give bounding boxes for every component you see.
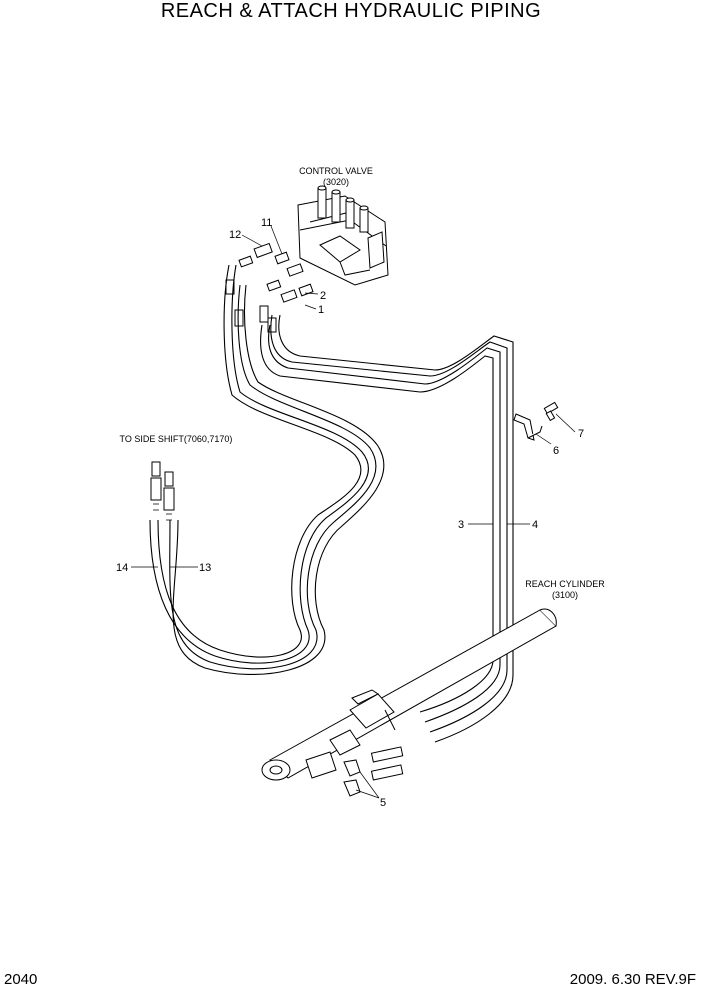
callout-3: 3: [458, 519, 464, 531]
callout-12: 12: [229, 229, 241, 241]
callout-11: 11: [261, 217, 272, 229]
clamp-and-bolt: [513, 401, 559, 441]
callout-14: 14: [116, 562, 128, 574]
side-shift-label: TO SIDE SHIFT(7060,7170): [120, 434, 233, 444]
cylinder-fittings: [343, 746, 404, 797]
page-title: REACH & ATTACH HYDRAULIC PIPING: [160, 0, 542, 22]
control-valve: [297, 185, 389, 286]
pipes-3-4: [260, 314, 514, 743]
reach-cylinder-label: REACH CYLINDER: [525, 579, 605, 589]
callout-6: 6: [553, 445, 559, 457]
valve-fittings: [238, 242, 314, 303]
reach-cylinder-code: (3100): [552, 590, 578, 600]
leader-lines: [131, 225, 576, 799]
callout-2: 2: [320, 290, 326, 302]
page-number: 2040: [4, 971, 38, 988]
hose-13-14: [149, 264, 385, 676]
control-valve-code: (3020): [323, 177, 349, 187]
reach-cylinder: [261, 608, 557, 781]
revision-date: 2009. 6.30 REV.9F: [569, 971, 696, 988]
callout-1: 1: [318, 304, 324, 316]
control-valve-label: CONTROL VALVE: [299, 166, 373, 176]
side-shift-fittings: [150, 461, 175, 521]
callout-7: 7: [578, 428, 584, 440]
callout-4: 4: [532, 519, 538, 531]
callout-5: 5: [380, 797, 386, 809]
callout-13: 13: [199, 562, 211, 574]
